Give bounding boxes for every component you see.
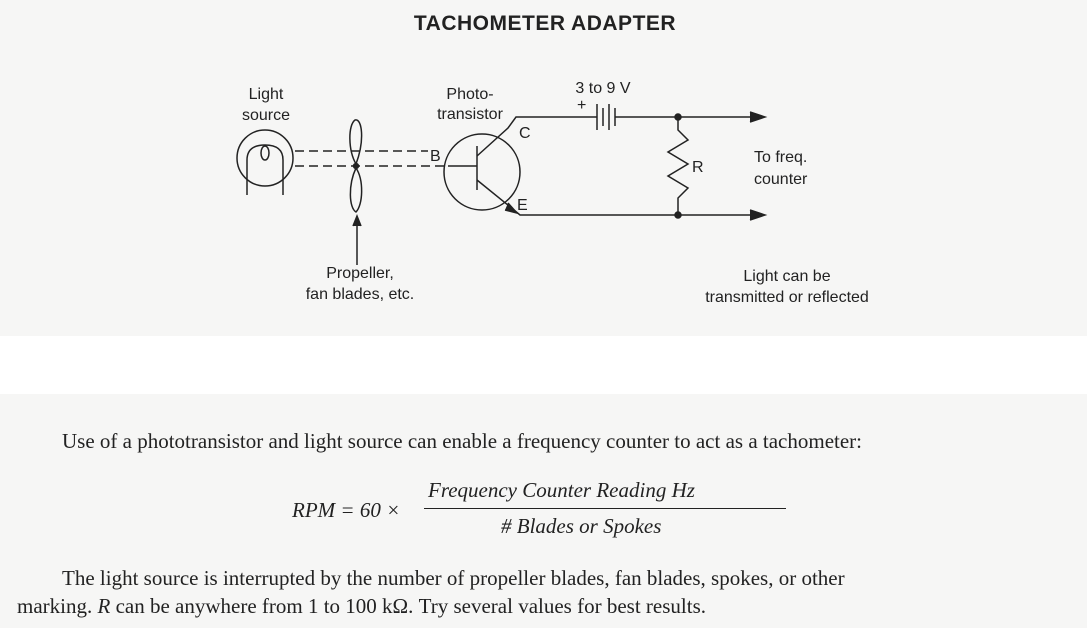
emitter-label: E <box>517 197 528 214</box>
tachometer-circuit-diagram: TACHOMETER ADAPTER <box>236 12 869 306</box>
resistor-symbol-text: R <box>97 594 111 618</box>
arrow-icon <box>749 209 768 221</box>
battery-plus-label: + <box>577 97 586 114</box>
diagram-title: TACHOMETER ADAPTER <box>414 12 676 35</box>
paragraph-line-1: The light source is interrupted by the n… <box>62 566 845 590</box>
junction-dot <box>674 211 682 219</box>
light-source-label: Light <box>249 86 284 103</box>
propeller-label: Propeller, <box>326 265 394 282</box>
diagram-panel <box>0 0 1087 336</box>
formula-numerator: Frequency Counter Reading Hz <box>428 478 695 502</box>
note-label: Light can be <box>743 268 830 285</box>
fraction-bar <box>424 508 786 509</box>
formula-lhs: RPM = 60 × <box>292 498 401 522</box>
voltage-label: 3 to 9 V <box>575 80 630 97</box>
phototransistor-label: transistor <box>437 106 503 123</box>
propeller-icon <box>349 119 363 265</box>
intro-text: Use of a phototransistor and light sourc… <box>62 429 863 453</box>
propeller-label: fan blades, etc. <box>306 286 415 303</box>
paragraph-line-2: marking. R can be anywhere from 1 to 100… <box>17 594 706 619</box>
phototransistor-label: Photo- <box>446 86 493 103</box>
light-bulb-icon <box>236 129 294 195</box>
phototransistor-symbol <box>443 116 678 216</box>
output-label: To freq. <box>754 149 807 166</box>
arrow-icon <box>749 111 768 123</box>
paragraph-text: marking. <box>17 594 93 618</box>
resistor-symbol <box>666 117 690 215</box>
formula-denominator: # Blades or Spokes <box>501 514 662 538</box>
paragraph-text: can be anywhere from 1 to 100 kΩ. Try se… <box>115 594 706 618</box>
light-source-label: source <box>242 107 290 124</box>
base-label: B <box>430 148 441 165</box>
collector-label: C <box>519 125 531 142</box>
battery-symbol <box>590 104 678 130</box>
text-panel <box>0 394 1087 628</box>
note-label: transmitted or reflected <box>705 289 869 306</box>
light-beam <box>295 150 448 167</box>
resistor-label: R <box>692 159 704 176</box>
junction-dot <box>674 113 682 121</box>
output-label: counter <box>754 171 808 188</box>
